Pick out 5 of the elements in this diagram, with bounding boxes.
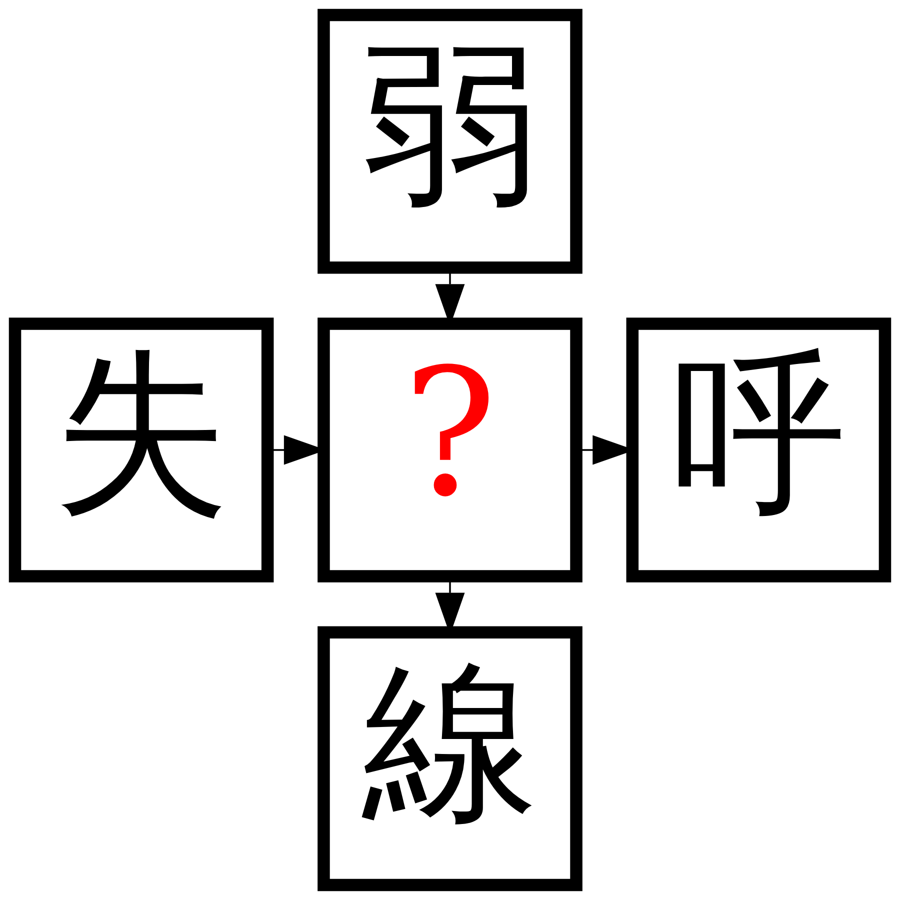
node-box: 線 xyxy=(318,626,582,892)
node-box: 弱 xyxy=(318,8,582,274)
node-box: 呼 xyxy=(626,318,892,582)
node-box: ? xyxy=(318,318,582,582)
node-box: 失 xyxy=(8,318,274,582)
